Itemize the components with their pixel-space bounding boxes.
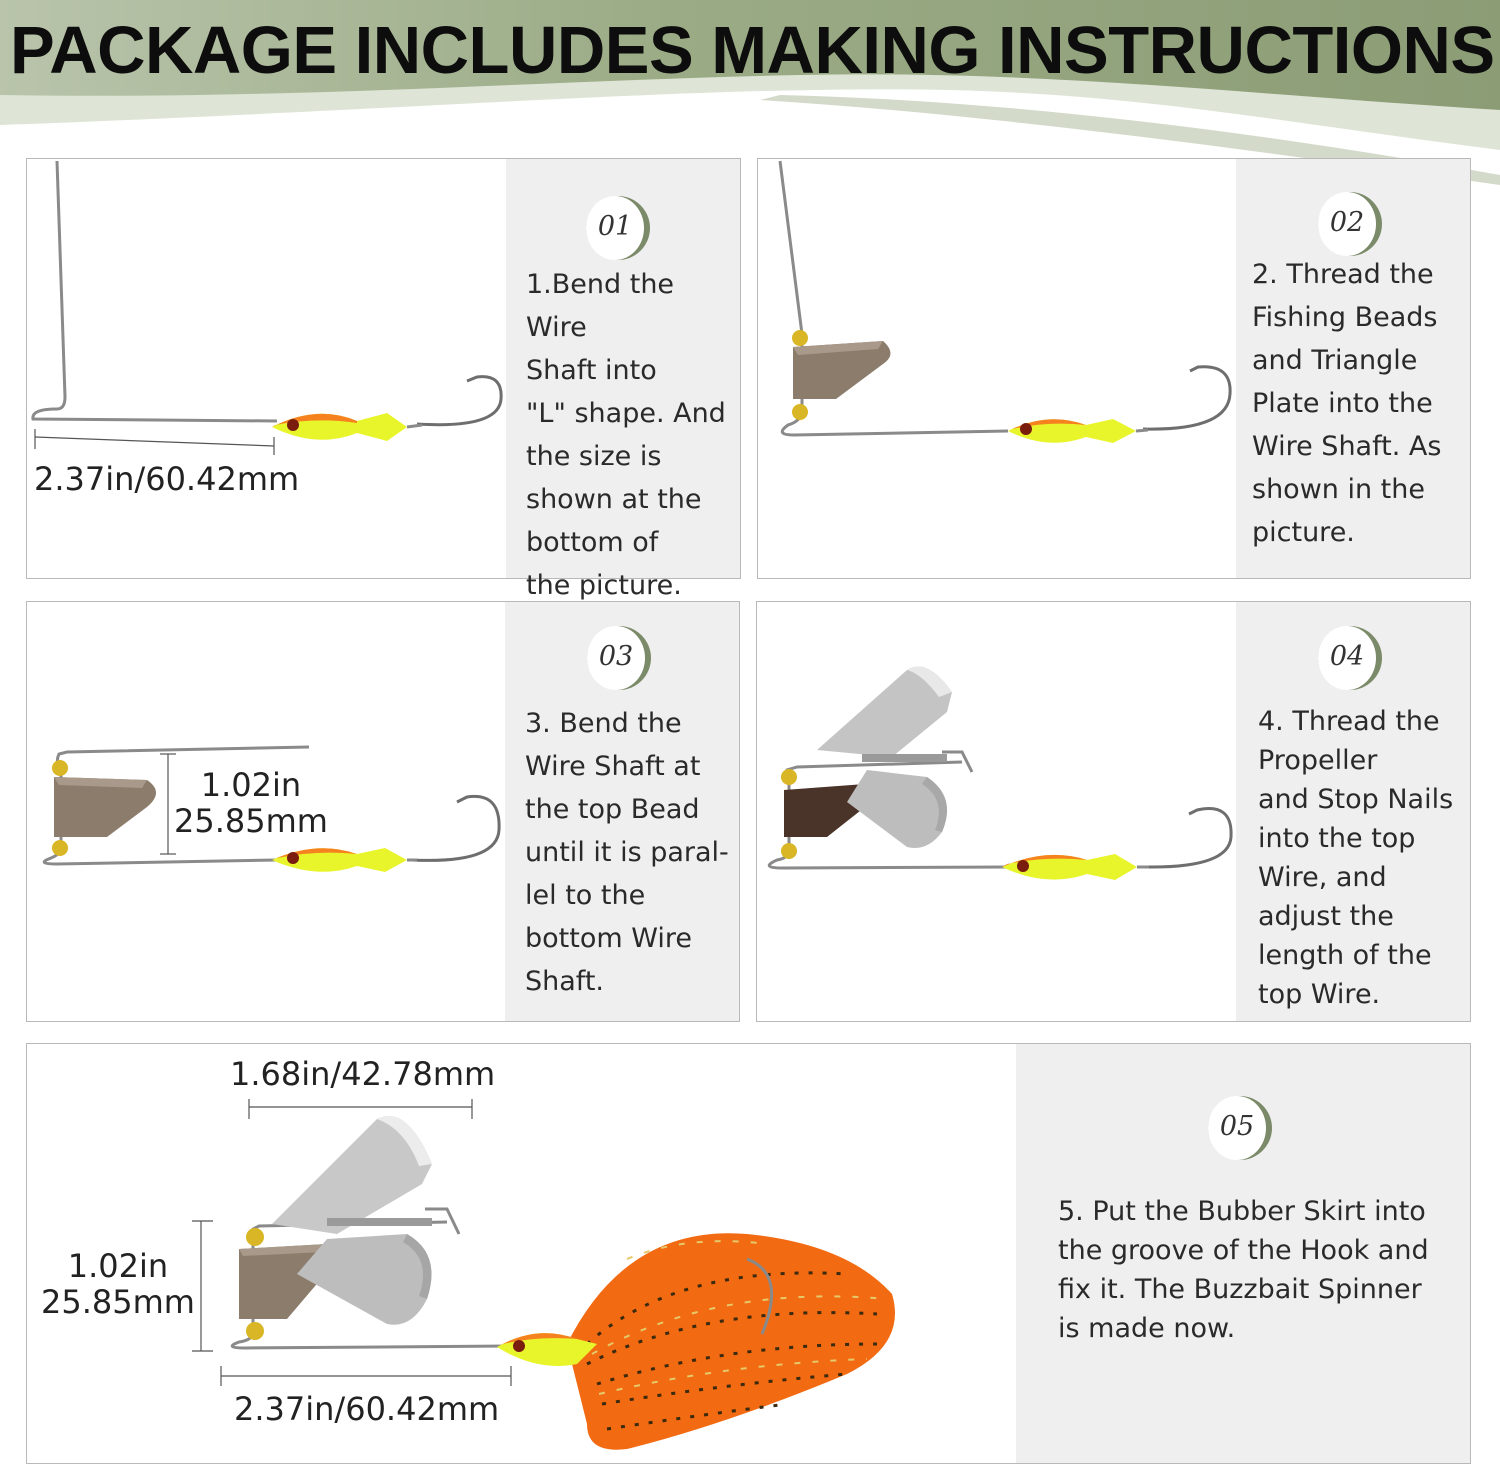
propeller-icon (272, 1116, 461, 1325)
step-3-panel: 1.02in 25.85mm 03 3. Bend the Wire Shaft… (26, 601, 740, 1022)
step-number-badge: 03 (587, 626, 651, 690)
bead-icon (792, 330, 808, 420)
bead-icon (52, 760, 68, 856)
dimension-arrow (34, 429, 275, 455)
triangle-plate-icon (784, 784, 871, 837)
step-3-dimension: 1.02in 25.85mm (174, 766, 328, 840)
step-5-dimension-bottom: 2.37in/60.42mm (234, 1390, 500, 1428)
step-number-badge: 05 (1208, 1096, 1272, 1160)
hook-icon (416, 375, 503, 427)
triangle-plate-icon (793, 341, 891, 399)
step-2-instructions: 2. Thread the Fishing Beads and Triangle… (1252, 259, 1442, 548)
hook-icon (1142, 365, 1232, 431)
page-title: PACKAGE INCLUDES MAKING INSTRUCTIONS (10, 13, 1495, 88)
step-5-panel: 1.68in/42.78mm 1.02in 25.85mm 2.37in/60.… (26, 1043, 1471, 1464)
step-5-text-column: 05 5. Put the Bubber Skirt into the groo… (1016, 1044, 1470, 1463)
step-4-instructions: 4. Thread the Propeller and Stop Nails i… (1258, 706, 1454, 1010)
step-5-illustration (192, 1099, 895, 1450)
step-1-instructions: 1.Bend the Wire Shaft into "L" shape. An… (526, 269, 726, 601)
hook-icon (411, 794, 501, 862)
step-number-badge: 01 (586, 196, 650, 260)
triangle-plate-icon (54, 777, 156, 837)
dimension-arrow (160, 753, 176, 855)
rubber-skirt-icon (567, 1233, 895, 1450)
lure-head-icon (1008, 419, 1149, 443)
bead-icon (246, 1228, 264, 1340)
step-1-illustration (31, 160, 503, 455)
step-1-panel: 2.37in/60.42mm 01 1.Bend the Wire Shaft … (26, 158, 741, 601)
step-4-panel: 04 4. Thread the Propeller and Stop Nail… (756, 601, 1471, 1022)
step-4-illustration (767, 666, 1233, 880)
step-number-badge: 02 (1318, 192, 1382, 256)
step-1-text-column: 01 1.Bend the Wire Shaft into "L" shape.… (506, 159, 740, 601)
propeller-icon (817, 666, 974, 848)
header-banner (0, 0, 1500, 185)
bead-icon (781, 769, 797, 859)
step-number-badge: 04 (1318, 626, 1382, 690)
step-1-dimension: 2.37in/60.42mm (34, 460, 300, 498)
step-3-text-column: 03 3. Bend the Wire Shaft at the top Bea… (505, 602, 739, 1021)
step-4-text-column: 04 4. Thread the Propeller and Stop Nail… (1236, 602, 1470, 1021)
step-5-dimension-top: 1.68in/42.78mm (230, 1055, 496, 1093)
step-2-panel: 02 2. Thread the Fishing Beads and Trian… (757, 158, 1471, 579)
step-5-instructions: 5. Put the Bubber Skirt into the groove … (1058, 1196, 1429, 1344)
lure-head-icon (272, 413, 423, 441)
hook-icon (1146, 807, 1233, 869)
lure-head-icon (1002, 854, 1149, 880)
lure-head-icon (497, 1333, 597, 1366)
lure-head-icon (272, 848, 417, 872)
step-2-illustration (778, 160, 1232, 443)
dimension-arrow (192, 1099, 512, 1386)
wire-shaft-icon (31, 160, 278, 423)
step-3-instructions: 3. Bend the Wire Shaft at the top Bead u… (525, 708, 729, 997)
step-2-text-column: 02 2. Thread the Fishing Beads and Trian… (1236, 159, 1470, 578)
step-3-illustration (42, 745, 501, 872)
step-5-dimension-side: 1.02in 25.85mm (41, 1247, 195, 1321)
